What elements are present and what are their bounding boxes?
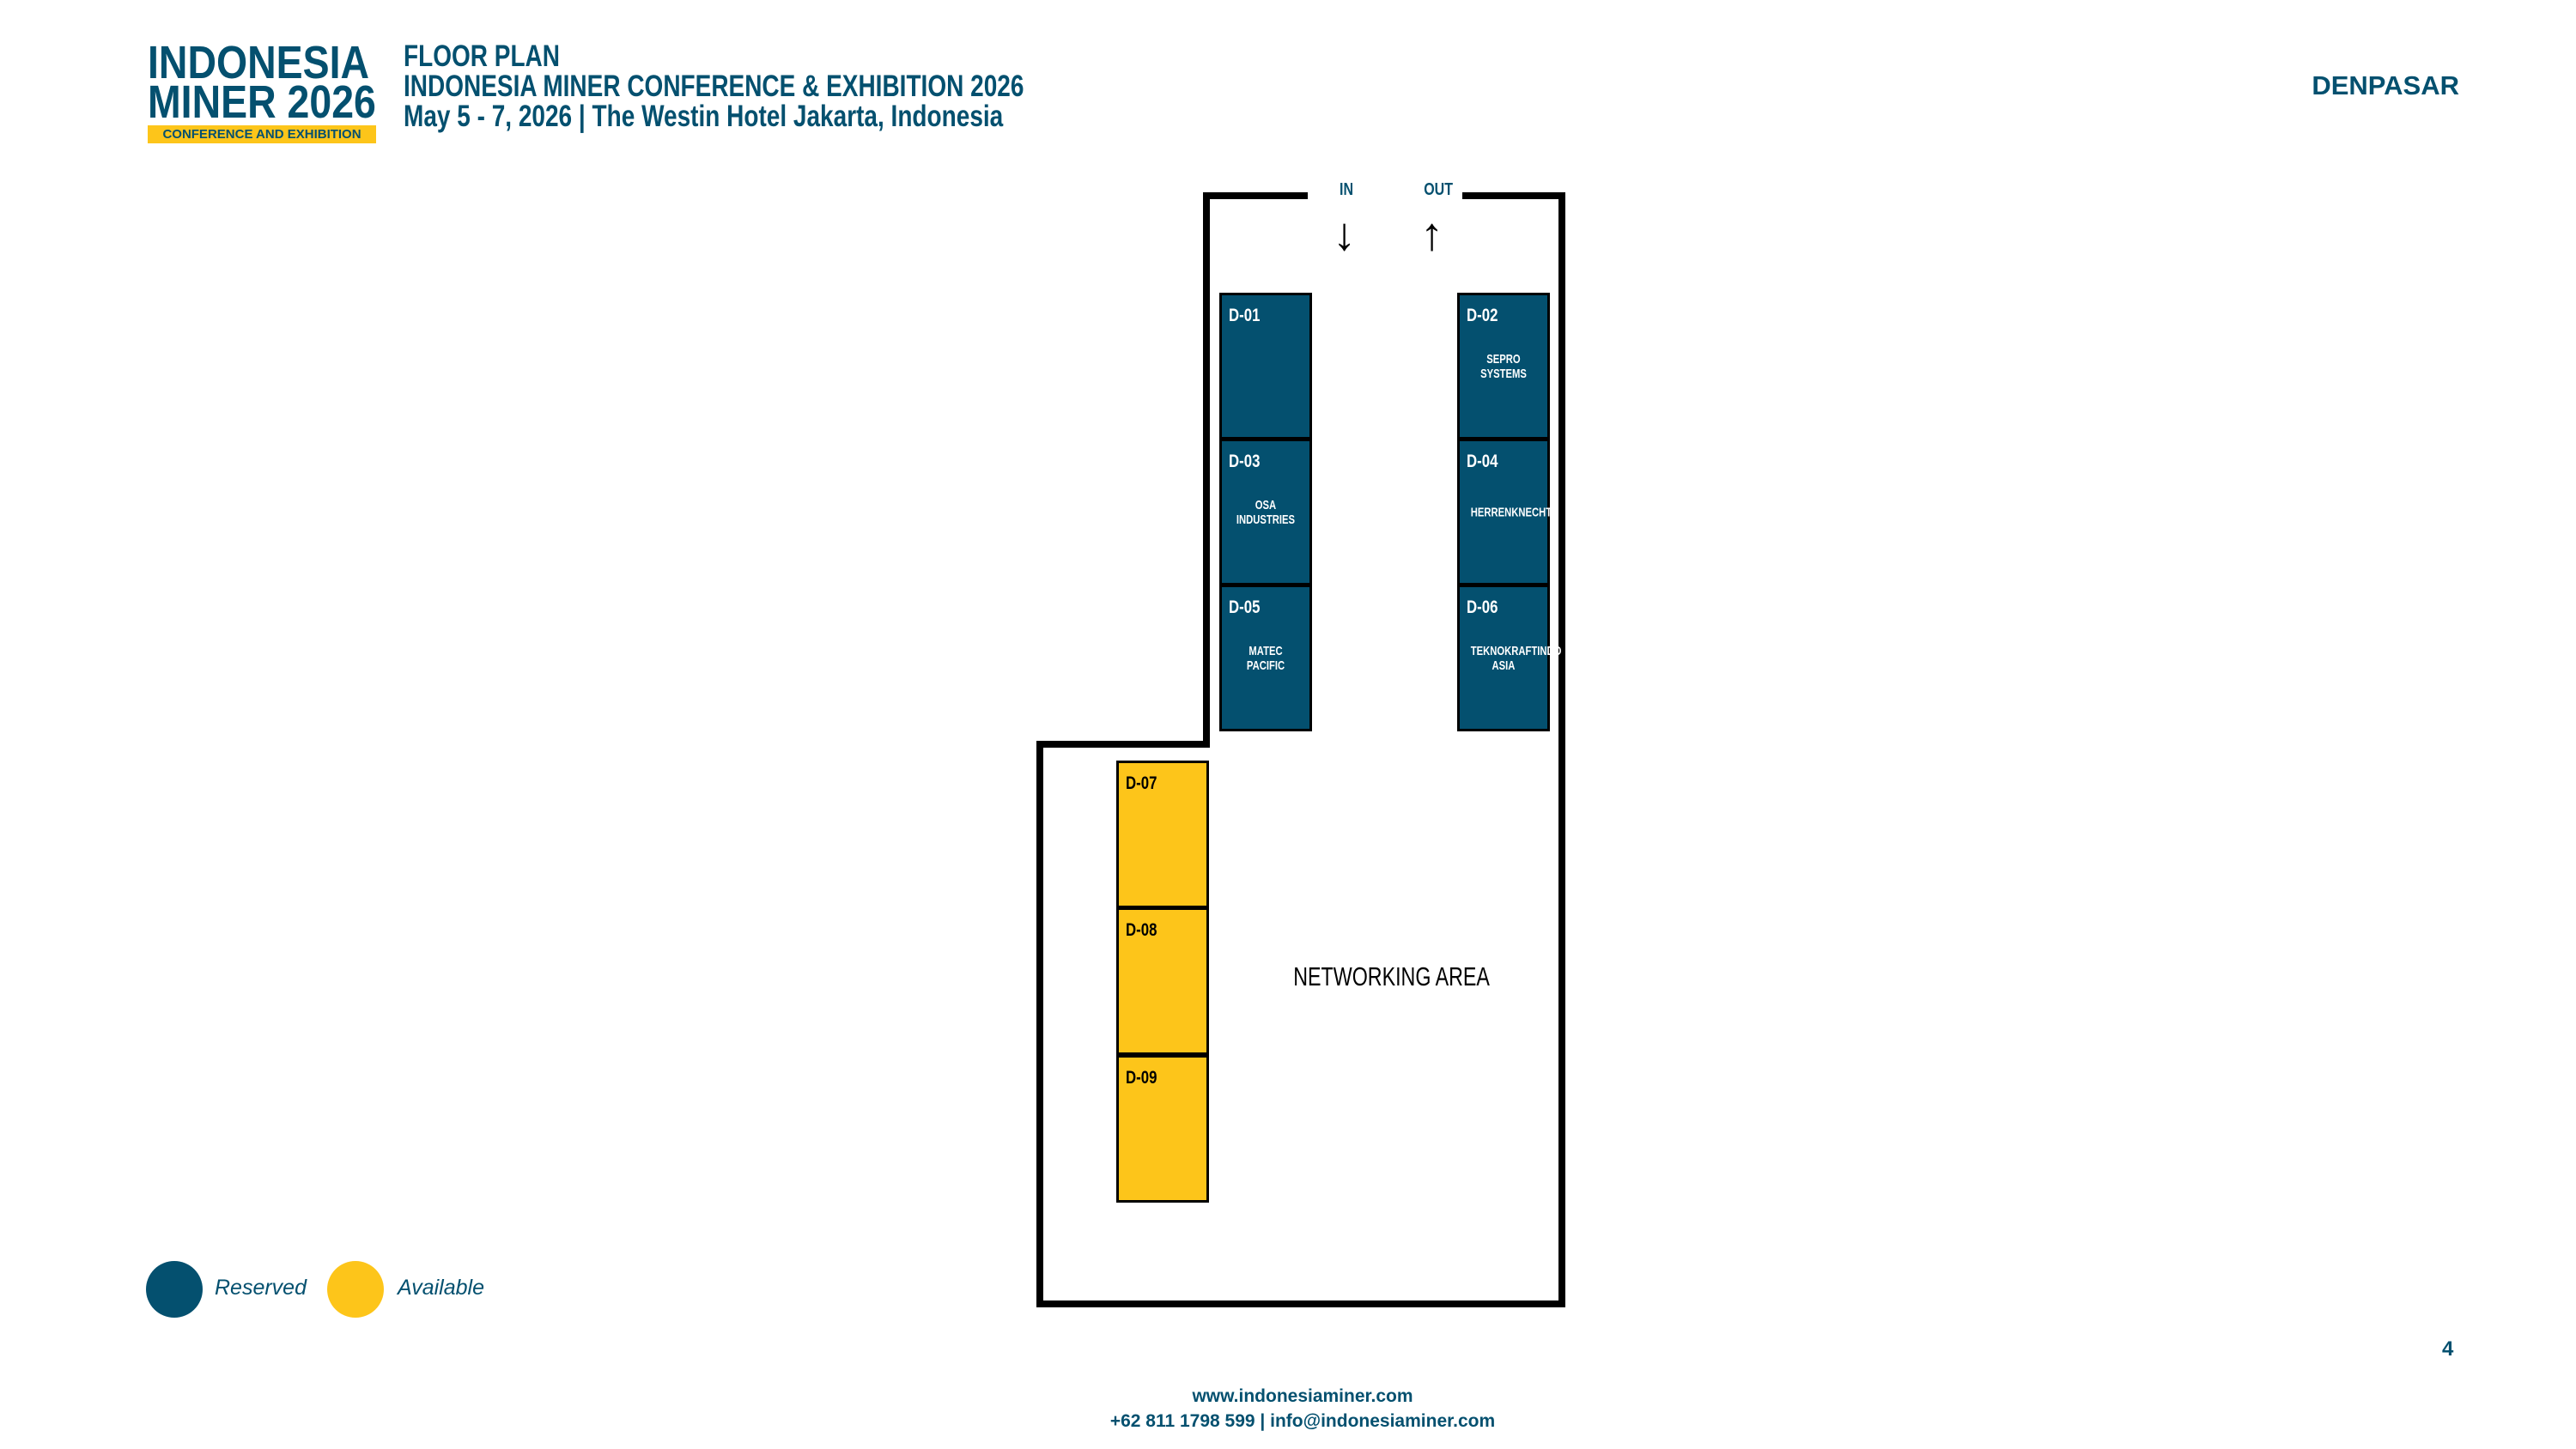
- entrance-in-label: IN: [1340, 180, 1353, 199]
- booth-company: MATEC PACIFIC: [1246, 643, 1285, 673]
- booth-code: D-06: [1467, 597, 1498, 617]
- booth-company: HERRENKNECHT: [1470, 505, 1552, 519]
- booth-code: D-03: [1229, 452, 1261, 471]
- logo-line1: INDONESIA: [148, 37, 370, 88]
- booth-d-09[interactable]: D-09: [1116, 1055, 1209, 1203]
- legend-reserved-label: Reserved: [215, 1276, 307, 1300]
- event-name: INDONESIA MINER CONFERENCE & EXHIBITION …: [404, 70, 1024, 103]
- booth-company: OSA INDUSTRIES: [1236, 497, 1296, 527]
- booth-code: D-07: [1126, 773, 1157, 793]
- entrance-out-label: OUT: [1424, 180, 1453, 199]
- page-number: 4: [2442, 1337, 2454, 1361]
- booth-company: TEKNOKRAFTINDO ASIA: [1470, 643, 1562, 673]
- page-title: FLOOR PLAN: [404, 39, 560, 73]
- booth-d-07[interactable]: D-07: [1116, 761, 1209, 908]
- legend-available-label: Available: [398, 1276, 485, 1300]
- booth-code: D-02: [1467, 306, 1498, 325]
- logo-line2: MINER 2026: [148, 76, 376, 128]
- booth-code: D-05: [1229, 597, 1261, 617]
- legend-reserved-swatch: [146, 1261, 203, 1318]
- booth-code: D-08: [1126, 920, 1157, 940]
- footer-contact: +62 811 1798 599 | info@indonesiaminer.c…: [1109, 1411, 1496, 1431]
- logo-tagline: CONFERENCE AND EXHIBITION: [148, 125, 376, 143]
- booth-d-08[interactable]: D-08: [1116, 907, 1209, 1055]
- event-date-venue: May 5 - 7, 2026 | The Westin Hotel Jakar…: [404, 100, 1004, 133]
- booth-code: D-09: [1126, 1068, 1157, 1088]
- booth-d-01[interactable]: D-01: [1219, 293, 1312, 440]
- networking-area-label: NETWORKING AREA: [1293, 961, 1490, 991]
- arrow-up-icon: ↑: [1420, 209, 1443, 260]
- booth-code: D-01: [1229, 306, 1261, 325]
- arrow-down-icon: ↓: [1333, 209, 1356, 260]
- hall-name: DENPASAR: [2312, 70, 2459, 100]
- booth-code: D-04: [1467, 452, 1498, 471]
- event-logo: INDONESIA MINER 2026 CONFERENCE AND EXHI…: [148, 37, 388, 143]
- footer-website[interactable]: www.indonesiaminer.com: [1192, 1386, 1413, 1406]
- legend-available-swatch: [327, 1261, 384, 1318]
- booth-company: SEPRO SYSTEMS: [1480, 351, 1527, 381]
